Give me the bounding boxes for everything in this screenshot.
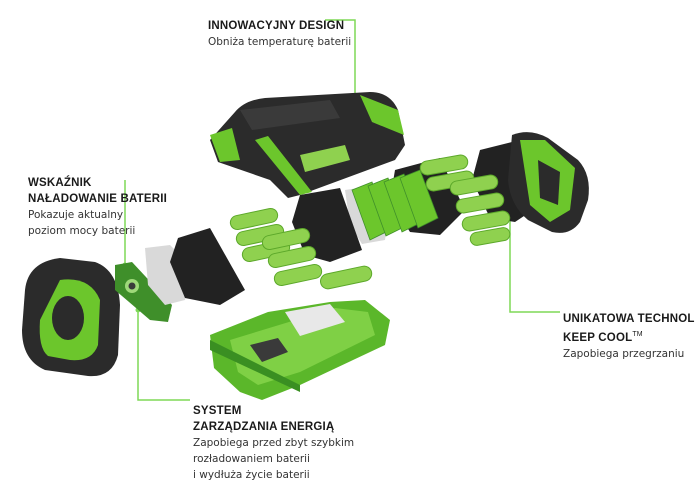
callout-line-design bbox=[325, 19, 356, 103]
system-description-line-1: Zapobiega przed zbyt szybkim bbox=[193, 437, 355, 449]
design-title: INNOWACYJNY DESIGN bbox=[208, 20, 345, 32]
cooling-title-line-2: KEEP COOLTM bbox=[563, 327, 695, 346]
callout-line-cool bbox=[509, 190, 560, 313]
system-description-line-3: i wydłuża życie baterii bbox=[193, 469, 310, 481]
callout-design: INNOWACYJNY DESIGN Obniża temperaturę ba… bbox=[208, 18, 351, 50]
battery-cells-right bbox=[419, 154, 511, 246]
cooling-fins bbox=[351, 169, 439, 241]
battery-cells-left bbox=[229, 207, 373, 290]
system-title-line-1: SYSTEM bbox=[193, 405, 242, 417]
cooling-description: Zapobiega przegrzaniu bbox=[563, 347, 685, 360]
callout-energy-system: SYSTEM ZARZĄDZANIA ENERGIĄ Zapobiega prz… bbox=[193, 403, 354, 483]
top-housing bbox=[210, 92, 405, 198]
system-title-line-2: ZARZĄDZANIA ENERGIĄ bbox=[193, 421, 335, 433]
callout-line-system bbox=[137, 310, 190, 401]
bottom-tray bbox=[210, 300, 390, 400]
system-description-line-2: rozładowaniem baterii bbox=[193, 453, 310, 465]
design-description: Obniża temperaturę baterii bbox=[208, 36, 352, 48]
indicator-board bbox=[115, 262, 172, 322]
cooling-title-line-1: UNIKATOWA TECHNOLOGIA bbox=[563, 313, 695, 325]
indicator-title-line-2: NAŁADOWANIE BATERII bbox=[28, 193, 168, 205]
cooling-title-text: KEEP COOL bbox=[563, 331, 633, 344]
indicator-title-line-1: WSKAŹNIK bbox=[28, 177, 92, 189]
right-end-cap bbox=[508, 132, 589, 233]
left-end-cap bbox=[22, 258, 120, 377]
indicator-description-line-2: poziom mocy baterii bbox=[28, 225, 136, 237]
callout-indicator: WSKAŹNIK NAŁADOWANIE BATERII Pokazuje ak… bbox=[28, 175, 167, 239]
callout-keep-cool: UNIKATOWA TECHNOLOGIA KEEP COOLTM Zapobi… bbox=[563, 311, 695, 362]
indicator-description-line-1: Pokazuje aktualny bbox=[28, 209, 124, 221]
trademark-symbol: TM bbox=[632, 331, 643, 338]
